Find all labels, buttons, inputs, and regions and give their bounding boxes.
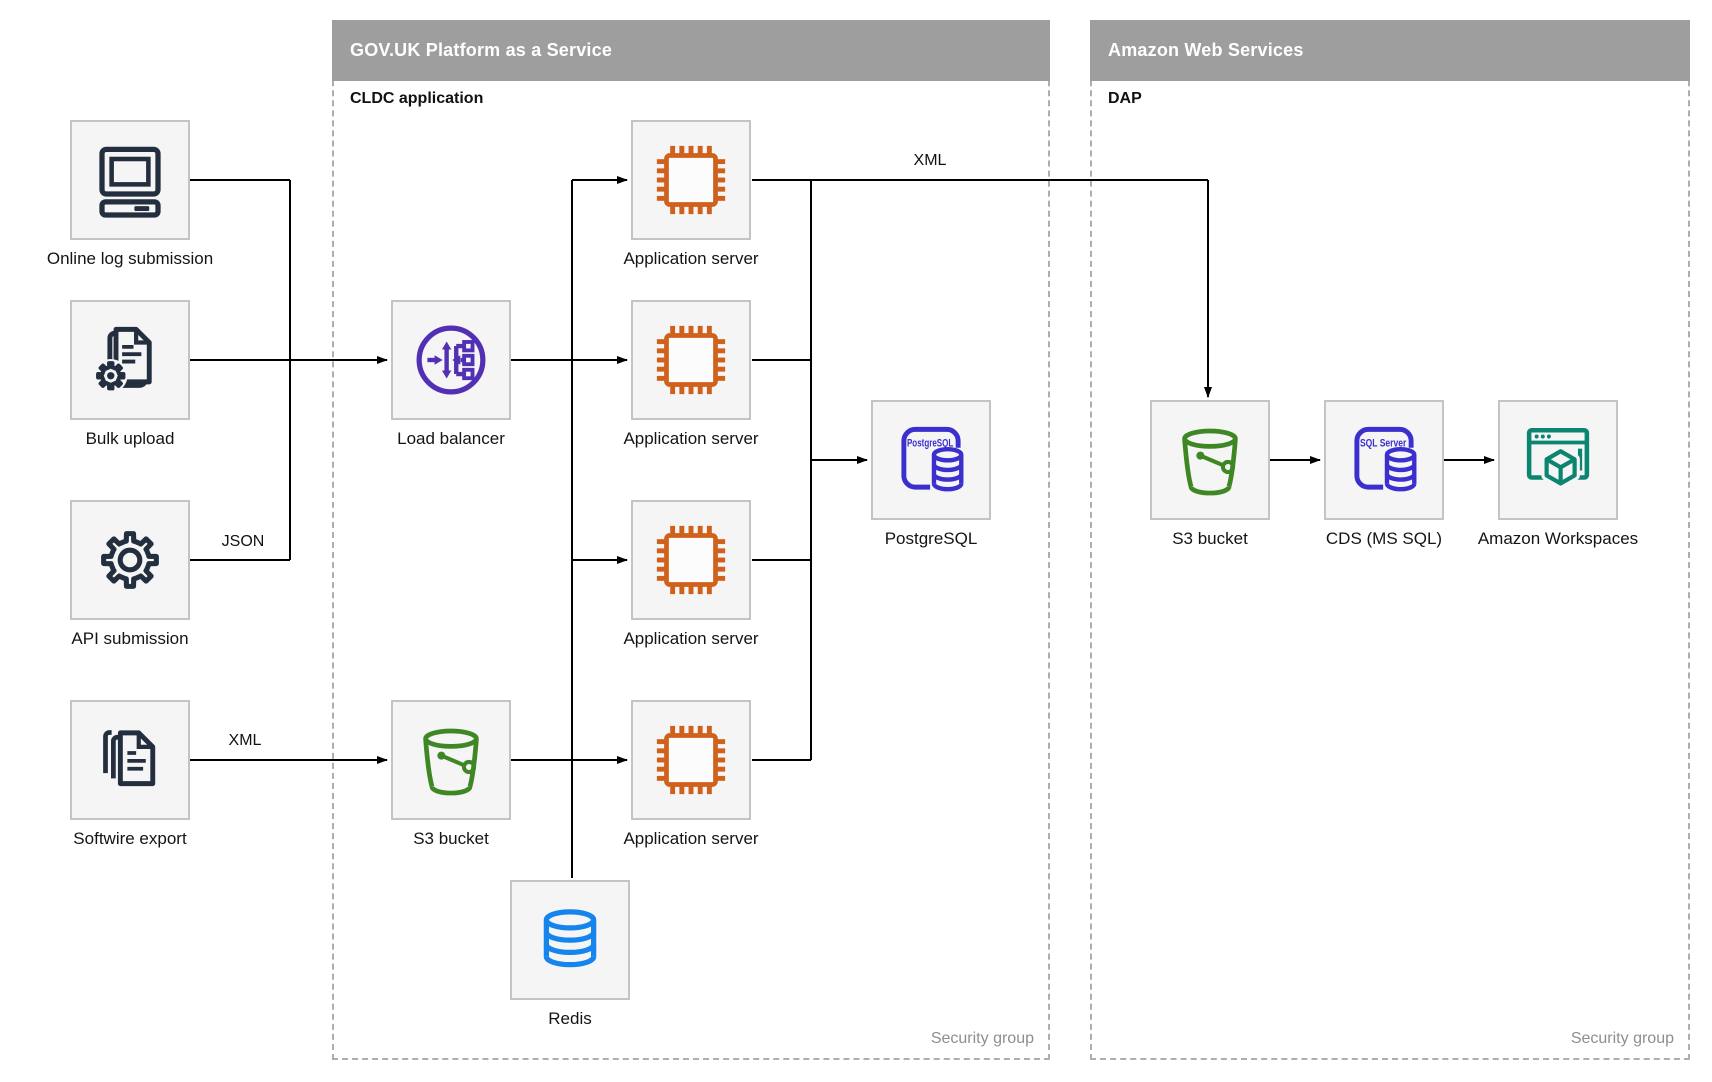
chip-icon — [656, 525, 726, 595]
node-online-log: Online log submission — [10, 120, 250, 269]
db-card-icon: PostgreSQL — [901, 426, 966, 492]
container-aws-subtitle: DAP — [1108, 90, 1142, 107]
node-postgresql-label: PostgreSQL — [884, 529, 978, 548]
db-card-icon: SQL Server — [1354, 426, 1419, 492]
gear-icon — [101, 531, 159, 589]
node-load-balancer: Load balancer — [331, 300, 571, 449]
container-aws-titlebar: Amazon Web Services — [1090, 20, 1690, 81]
node-softwire-export-box — [70, 700, 190, 820]
node-app-server-3: Application server — [571, 500, 811, 649]
node-postgresql: PostgreSQL PostgreSQL — [811, 400, 1051, 549]
node-bulk-upload-box — [70, 300, 190, 420]
document-gear-icon — [93, 326, 152, 393]
container-govuk-paas-titlebar: GOV.UK Platform as a Service — [332, 20, 1050, 81]
container-aws-footer: Security group — [1570, 1030, 1674, 1047]
node-redis-box — [510, 880, 630, 1000]
container-aws-title: Amazon Web Services — [1108, 40, 1304, 60]
bucket-icon — [423, 728, 479, 796]
node-redis: Redis — [450, 880, 690, 1029]
svg-text:SQL Server: SQL Server — [1360, 437, 1407, 449]
node-s3-aws: S3 bucket — [1090, 400, 1330, 549]
chip-icon — [656, 325, 726, 395]
container-govuk-paas: GOV.UK Platform as a Service CLDC applic… — [332, 20, 1050, 1060]
node-app-server-1-box — [631, 120, 751, 240]
node-app-server-4-box — [631, 700, 751, 820]
node-app-server-2-label: Application server — [623, 429, 759, 448]
node-app-server-4: Application server — [571, 700, 811, 849]
edge-label-json: JSON — [221, 533, 265, 550]
node-api-submission-label: API submission — [71, 629, 189, 648]
container-govuk-paas-footer: Security group — [930, 1030, 1034, 1047]
node-app-server-1: Application server — [571, 120, 811, 269]
node-workspaces-label: Amazon Workspaces — [1477, 529, 1639, 548]
documents-icon — [103, 730, 156, 787]
node-api-submission-box — [70, 500, 190, 620]
cylinder-icon — [543, 909, 597, 968]
load-balancer-icon — [416, 325, 486, 395]
node-app-server-4-label: Application server — [623, 829, 759, 848]
node-app-server-2: Application server — [571, 300, 811, 449]
chip-icon — [656, 145, 726, 215]
node-cds: SQL Server CDS (MS SQL) — [1264, 400, 1504, 549]
node-s3-paas: S3 bucket — [331, 700, 571, 849]
container-govuk-paas-subtitle: CLDC application — [350, 90, 484, 107]
chip-icon — [656, 725, 726, 795]
node-cds-label: CDS (MS SQL) — [1325, 529, 1443, 548]
node-app-server-1-label: Application server — [623, 249, 759, 268]
node-softwire-export-label: Softwire export — [73, 829, 187, 848]
computer-icon — [99, 146, 161, 218]
edge-label-xml-top: XML — [913, 152, 947, 169]
node-s3-aws-label: S3 bucket — [1172, 529, 1248, 548]
node-bulk-upload: Bulk upload — [10, 300, 250, 449]
node-workspaces-box — [1498, 400, 1618, 520]
node-s3-aws-box — [1150, 400, 1270, 520]
node-softwire-export: Softwire export — [10, 700, 250, 849]
edge-label-xml-left: XML — [228, 732, 262, 749]
node-cds-box: SQL Server — [1324, 400, 1444, 520]
node-api-submission: API submission — [10, 500, 250, 649]
container-govuk-paas-title: GOV.UK Platform as a Service — [350, 40, 613, 60]
workspaces-icon — [1526, 427, 1590, 489]
node-app-server-2-box — [631, 300, 751, 420]
node-s3-paas-box — [391, 700, 511, 820]
node-s3-paas-label: S3 bucket — [413, 829, 489, 848]
bucket-icon — [1182, 428, 1238, 496]
node-bulk-upload-label: Bulk upload — [85, 429, 175, 448]
node-load-balancer-label: Load balancer — [397, 429, 505, 448]
node-load-balancer-box — [391, 300, 511, 420]
node-online-log-box — [70, 120, 190, 240]
node-online-log-label: Online log submission — [46, 249, 214, 268]
svg-text:PostgreSQL: PostgreSQL — [907, 437, 954, 449]
container-aws: Amazon Web Services DAP Security group — [1090, 20, 1690, 1060]
node-redis-label: Redis — [548, 1009, 592, 1028]
node-workspaces: Amazon Workspaces — [1438, 400, 1678, 549]
node-app-server-3-label: Application server — [623, 629, 759, 648]
node-postgresql-box: PostgreSQL — [871, 400, 991, 520]
node-app-server-3-box — [631, 500, 751, 620]
